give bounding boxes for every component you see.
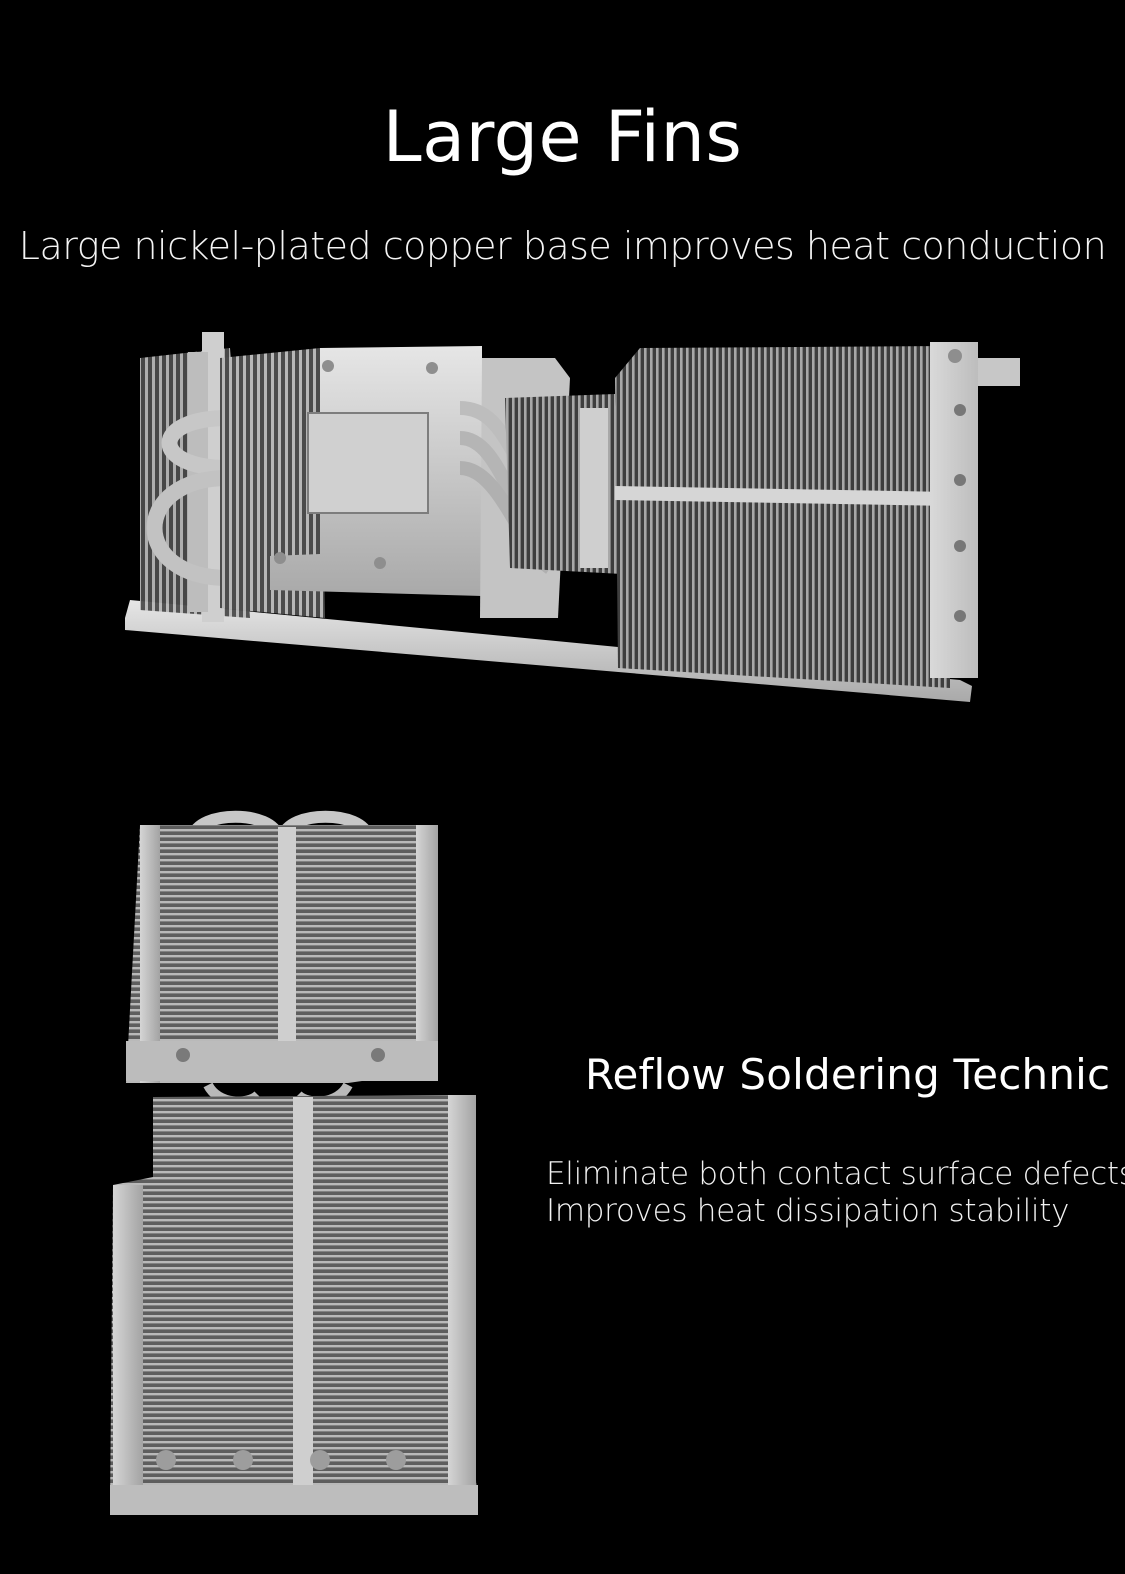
reflow-soldered-fin-stack-image bbox=[110, 810, 478, 1515]
feature-line-2: Improves heat dissipation stability bbox=[546, 1193, 1070, 1229]
feature-heading: Reflow Soldering Technic bbox=[585, 1050, 1111, 1099]
page-title: Large Fins bbox=[382, 96, 743, 178]
feature-line-1: Eliminate both contact surface defects bbox=[546, 1156, 1125, 1192]
page-subtitle: Large nickel-plated copper base improves… bbox=[18, 224, 1107, 268]
heatsink-assembly-image bbox=[125, 332, 1020, 702]
